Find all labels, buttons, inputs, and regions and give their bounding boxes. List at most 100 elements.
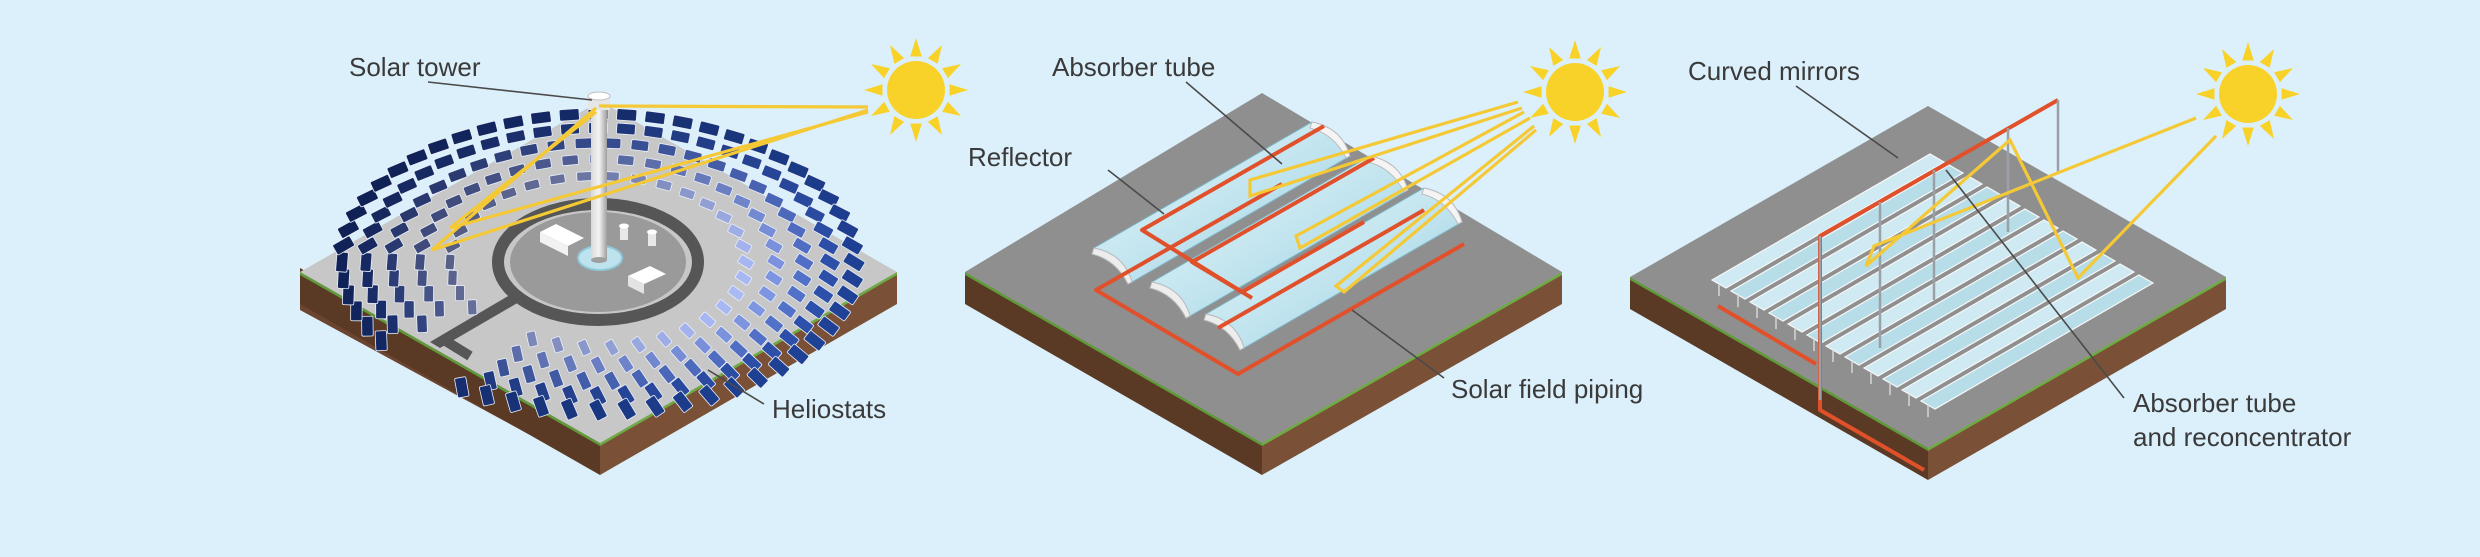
reflector-label: Reflector <box>968 142 1072 172</box>
heliostat-mirror <box>576 171 593 182</box>
sun-icon <box>2196 42 2300 146</box>
heliostat-mirror <box>381 190 404 209</box>
sun-ray-mark <box>2259 49 2274 68</box>
heliostat-mirror <box>479 135 501 151</box>
heliostat-mirror <box>695 135 717 151</box>
fresnel-mirror-strip <box>1824 219 2060 355</box>
heliostat-mirror <box>655 330 673 348</box>
heliostat-mirror <box>479 384 495 407</box>
heliostat-mirror <box>672 390 693 413</box>
sun-ray-mark <box>2222 49 2237 68</box>
heliostat-mirror <box>644 110 666 125</box>
heliostat-mirror <box>455 143 477 160</box>
heliostat-mirror <box>836 284 859 305</box>
heliostat-mirror <box>523 178 541 192</box>
tower-leader <box>427 81 593 101</box>
heliostat-mirror <box>657 364 677 384</box>
heliostat-mirror <box>732 313 752 332</box>
heliostat-mirror <box>812 220 834 239</box>
heliostat-mirror <box>643 381 664 403</box>
heliostat-mirror <box>574 137 594 150</box>
heliostat-mirror <box>604 339 620 357</box>
mirror-rows <box>1710 153 2155 417</box>
heliostat-mirror <box>434 300 445 318</box>
heliostat-mirror <box>747 178 768 195</box>
heliostat-mirror <box>550 336 565 354</box>
sun-ray-mark <box>2203 68 2222 83</box>
heliostat-mirror <box>787 343 810 365</box>
heliostat-mirror <box>433 153 455 170</box>
heliostat-mirror <box>616 108 638 122</box>
sun-rays <box>1864 116 2218 281</box>
heliostat-mirror <box>561 154 579 167</box>
heliostat-mirror <box>616 397 637 421</box>
fresnel-mirror-strip <box>1862 241 2098 377</box>
sun-ray-mark <box>949 84 968 96</box>
heliostat-mirror <box>778 328 800 348</box>
sun-ray-mark <box>910 123 922 142</box>
heliostat-mirror <box>469 157 490 173</box>
heliostat-mirror <box>734 238 753 254</box>
heliostat-mirror <box>732 193 752 210</box>
heliostat-mirror <box>332 235 355 256</box>
heliostat-mirror <box>589 385 607 407</box>
heliostats-label: Heliostats <box>772 394 886 424</box>
heliostat-mirror <box>532 395 550 418</box>
heliostat-mirror <box>362 220 384 239</box>
sun-ray-mark <box>1569 125 1581 144</box>
tower-label: Solar tower <box>349 52 481 82</box>
heliostat-mirror <box>698 120 721 137</box>
heliostat-mirror <box>723 128 746 146</box>
sun-rays <box>1248 100 1538 295</box>
heliostat-mirror <box>828 203 851 223</box>
heliostat-mirror <box>396 177 418 195</box>
heliostat-mirror <box>792 269 812 288</box>
heliostat-mirror <box>530 110 552 125</box>
sun-ray-mark <box>871 101 890 116</box>
heliostat-mirror <box>414 253 426 271</box>
heliostat-mirror <box>758 222 777 239</box>
sun-ray-mark <box>1523 86 1542 98</box>
heliostat-mirror <box>357 236 379 255</box>
sun-ray-mark <box>1549 47 1564 66</box>
heliostat-mirror <box>412 192 432 209</box>
heliostat-mirror <box>447 269 458 286</box>
heliostat-mirror <box>714 326 733 344</box>
sun-ray-mark <box>871 64 890 79</box>
heliostat-mirror <box>817 188 840 208</box>
heliostat-mirror <box>374 330 388 352</box>
fresnel-mirror-strip <box>1900 263 2136 399</box>
sun-ray-mark <box>942 64 961 79</box>
panel-solar-tower: Solar tower Heliostats <box>300 38 968 475</box>
heliostat-mirror <box>350 300 363 322</box>
sun-ray-mark <box>864 84 883 96</box>
piping-leader <box>1351 309 1445 379</box>
heliostat-mirror <box>484 171 503 186</box>
heliostat-mirror <box>416 269 428 287</box>
heliostat-mirror <box>386 160 410 179</box>
heliostat-mirror <box>768 356 790 378</box>
heliostat-mirror <box>413 164 435 182</box>
sun-ray-mark <box>910 38 922 57</box>
heliostat-mirror <box>643 125 664 139</box>
sun-ray-mark <box>2196 88 2215 100</box>
heliostat-mirror <box>670 344 688 363</box>
heliostat-mirror <box>819 252 841 272</box>
heliostat-mirror <box>510 344 524 363</box>
heliostat-mirror <box>427 137 450 155</box>
heliostat-mirror <box>741 352 763 373</box>
sun-ray-mark <box>1608 86 1627 98</box>
heliostat-mirror <box>734 270 753 286</box>
heliostat-mirror <box>361 315 374 337</box>
sun-rays <box>430 104 869 252</box>
heliostat-mirror <box>447 167 468 183</box>
heliostat-mirror <box>644 157 662 171</box>
heliostat-mirror <box>455 285 465 302</box>
solar-field-piping <box>1094 124 1465 376</box>
heliostat-mirror <box>804 205 826 224</box>
mirrors-leader <box>1795 85 1899 159</box>
heliostat-mirror <box>842 252 866 272</box>
fresnel-mirror-strip <box>1729 164 1965 300</box>
heliostat-mirror <box>532 125 553 139</box>
